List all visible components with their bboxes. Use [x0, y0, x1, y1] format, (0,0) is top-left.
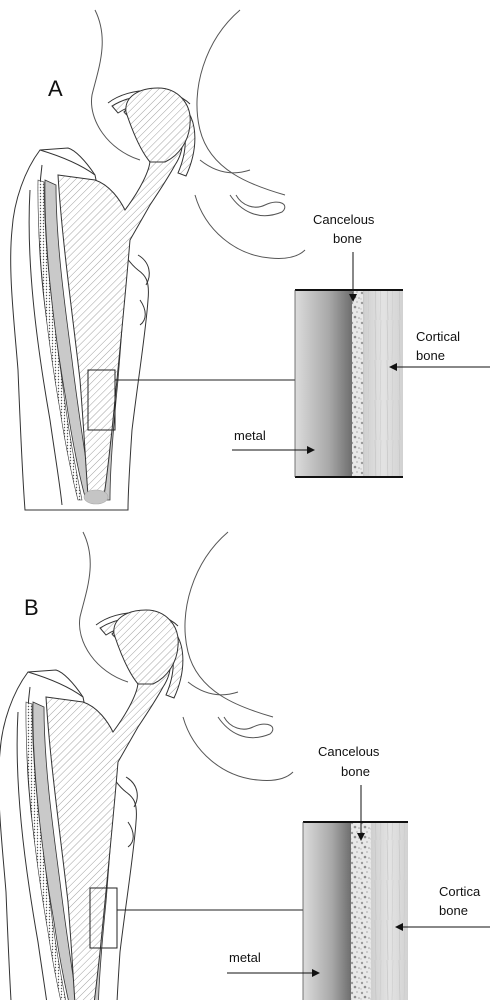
panel-a-cancelous-label-1: Cancelous — [313, 212, 375, 227]
panel-b-cancelous-label-1: Cancelous — [318, 744, 380, 759]
panel-b-cortical-grain — [371, 822, 408, 1000]
panel-b-metal-label: metal — [229, 950, 261, 965]
panel-b-femur-implant-drawing — [0, 532, 293, 1000]
panel-a-cancelous-label-2: bone — [333, 231, 362, 246]
panel-b-cortical-label-2: bone — [439, 903, 468, 918]
panel-b-cancelous-label-2: bone — [341, 764, 370, 779]
panel-a-cortical-label-1: Cortical — [416, 329, 460, 344]
panel-a-letter: A — [48, 76, 63, 101]
panel-b-cancelous-layer — [351, 822, 371, 1000]
panel-b-cortical-label-1: Cortica — [439, 884, 481, 899]
panel-a-cross-section — [295, 290, 403, 477]
panel-a-metal-label: metal — [234, 428, 266, 443]
panel-a: A Cancelous bone Cortical bone metal — [11, 10, 490, 510]
panel-b: B Cancelous bone Cortica bone metal — [0, 532, 490, 1000]
panel-b-letter: B — [24, 595, 39, 620]
panel-a-cortical-grain — [363, 290, 403, 477]
panel-a-cortical-label-2: bone — [416, 348, 445, 363]
panel-a-cancelous-layer — [352, 290, 363, 477]
panel-a-metal-layer — [295, 290, 352, 477]
